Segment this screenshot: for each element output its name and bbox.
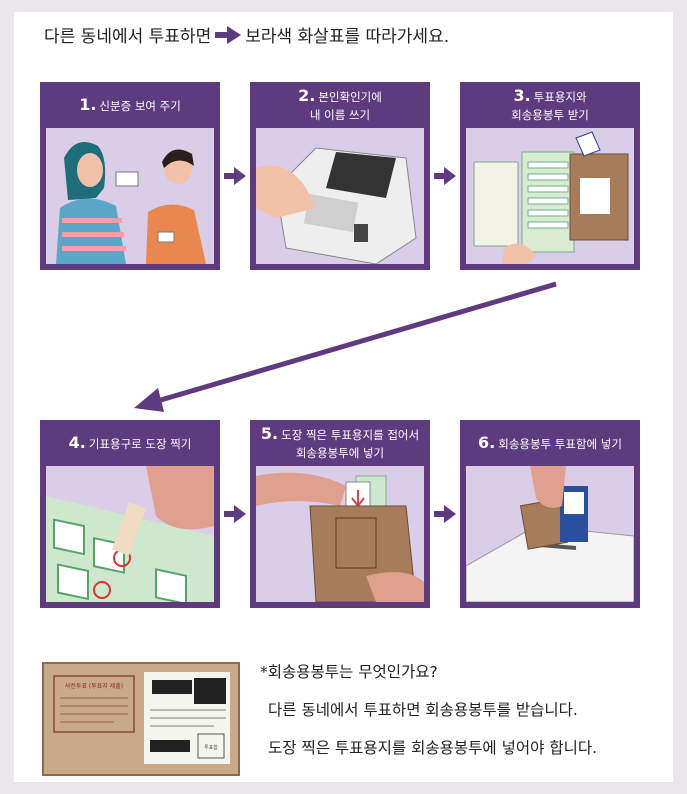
show-id-card-illustration [46, 128, 214, 264]
return-envelope-image: 사전투표 (투표지 제출) 투표함 [44, 664, 238, 774]
next-step-arrow-icon [434, 505, 456, 523]
step-4-illustration [46, 466, 214, 602]
step-number: 1. [79, 94, 97, 114]
step-1-panel: 1.신분증 보여 주기 [40, 82, 220, 270]
intro-text-before: 다른 동네에서 투표하면 [44, 27, 212, 47]
step-2-illustration [256, 128, 424, 264]
intro-text-after: 보라색 화살표를 따라가세요. [245, 27, 450, 47]
guide-page: 다른 동네에서 투표하면 보라색 화살표를 따라가세요. 1.신분증 보여 주기 [14, 12, 673, 782]
ballot-and-envelope-illustration [466, 128, 634, 264]
step-number: 5. [260, 423, 279, 443]
step-number: 6. [478, 432, 496, 452]
step-label-line-2: 회송용봉투에 넣기 [295, 445, 385, 460]
step-3-panel: 3.투표용지와 회송용봉투 받기 [460, 82, 640, 270]
envelope-title: 사전투표 (투표지 제출) [65, 682, 123, 690]
stamp-ballot-illustration [46, 466, 214, 602]
return-envelope-note: *회송용봉투는 무엇인가요? 다른 동네에서 투표하면 회송용봉투를 받습니다.… [260, 660, 597, 774]
step-label: 기표용구로 도장 찍기 [88, 436, 192, 451]
step-number: 3. [513, 85, 531, 105]
step-1-header: 1.신분증 보여 주기 [40, 82, 220, 128]
ballot-box-illustration [466, 466, 634, 602]
diagonal-arrow-icon [134, 281, 557, 412]
step-label: 투표용지와 [533, 89, 587, 104]
step-3-header: 3.투표용지와 회송용봉투 받기 [460, 82, 640, 128]
step-2-panel: 2.본인확인기에 내 이름 쓰기 [250, 82, 430, 270]
step-1-illustration [46, 128, 214, 264]
step-6-panel: 6.회송용봉투 투표함에 넣기 [460, 420, 640, 608]
step-5-header: 5.도장 찍은 투표용지를 접어서 회송용봉투에 넣기 [250, 420, 430, 466]
note-answer-1: 다른 동네에서 투표하면 회송용봉투를 받습니다. [268, 701, 578, 719]
step-5-panel: 5.도장 찍은 투표용지를 접어서 회송용봉투에 넣기 [250, 420, 430, 608]
step-label: 신분증 보여 주기 [99, 98, 181, 113]
step-label: 본인확인기에 [318, 89, 382, 104]
next-step-arrow-icon [434, 167, 456, 185]
note-question: *회송용봉투는 무엇인가요? [260, 663, 438, 681]
step-2-header: 2.본인확인기에 내 이름 쓰기 [250, 82, 430, 128]
insert-ballot-envelope-illustration [256, 466, 424, 602]
purple-arrow-icon [215, 25, 242, 44]
id-verifier-illustration [256, 128, 424, 264]
step-label: 도장 찍은 투표용지를 접어서 [281, 427, 420, 442]
step-label-line-2: 회송용봉투 받기 [511, 107, 589, 122]
intro-line: 다른 동네에서 투표하면 보라색 화살표를 따라가세요. [44, 22, 449, 47]
step-3-illustration [466, 128, 634, 264]
step-5-illustration [256, 466, 424, 602]
note-answer-2: 도장 찍은 투표용지를 회송용봉투에 넣어야 합니다. [268, 739, 598, 757]
step-label: 회송용봉투 투표함에 넣기 [498, 436, 622, 451]
step-4-header: 4.기표용구로 도장 찍기 [40, 420, 220, 466]
envelope-stamp-text: 투표함 [204, 744, 218, 751]
step-6-illustration [466, 466, 634, 602]
return-envelope-photo: 사전투표 (투표지 제출) 투표함 [42, 662, 240, 776]
step-number: 2. [298, 85, 316, 105]
next-step-arrow-icon [224, 505, 246, 523]
step-6-header: 6.회송용봉투 투표함에 넣기 [460, 420, 640, 466]
next-step-arrow-icon [224, 167, 246, 185]
step-label-line-2: 내 이름 쓰기 [309, 107, 371, 122]
step-4-panel: 4.기표용구로 도장 찍기 [40, 420, 220, 608]
step-number: 4. [68, 432, 86, 452]
